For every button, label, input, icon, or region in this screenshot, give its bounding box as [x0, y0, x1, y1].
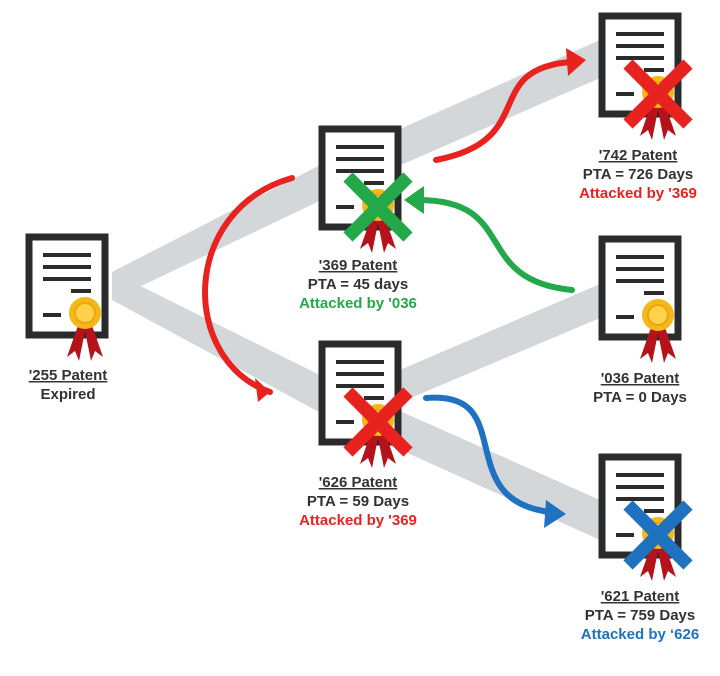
red-x-mark-icon: [623, 59, 693, 129]
green-x-mark-icon: [343, 172, 413, 242]
patent-title: '369 Patent: [319, 257, 398, 274]
arrowhead-icon: [255, 378, 270, 402]
attacked-by-label: Attacked by '369: [579, 185, 697, 202]
attacked-by-label: Attacked by '369: [299, 512, 417, 529]
patent-title: '255 Patent: [29, 367, 108, 384]
certificate-icon: [25, 233, 109, 361]
arrowhead-icon: [566, 48, 586, 76]
patent-pta: PTA = 59 Days: [307, 493, 409, 510]
attack-arrow-369-to-742: [433, 48, 586, 163]
attacked-by-label: Attacked by ‘626: [581, 626, 699, 643]
red-x-mark-icon: [343, 387, 413, 457]
attacked-by-label: Attacked by '036: [299, 295, 417, 312]
patent-pta: Expired: [40, 386, 95, 403]
attack-arrow-369-to-626: [202, 175, 295, 402]
patent-pta: PTA = 45 days: [308, 276, 408, 293]
blue-x-mark-icon: [623, 500, 693, 570]
patent-title: '621 Patent: [601, 588, 680, 605]
attack-arrow-036-to-369: [404, 186, 575, 293]
patent-pta: PTA = 726 Days: [583, 166, 693, 183]
patent-title: '742 Patent: [599, 147, 678, 164]
certificate-icon: [598, 235, 682, 363]
arrowhead-icon: [544, 500, 566, 528]
patent-title: '036 Patent: [601, 370, 680, 387]
patent-pta: PTA = 0 Days: [593, 389, 687, 406]
patent-title: '626 Patent: [319, 474, 398, 491]
attack-arrow-626-to-621: [423, 394, 566, 528]
patent-pta: PTA = 759 Days: [585, 607, 695, 624]
arrowhead-icon: [404, 186, 424, 214]
